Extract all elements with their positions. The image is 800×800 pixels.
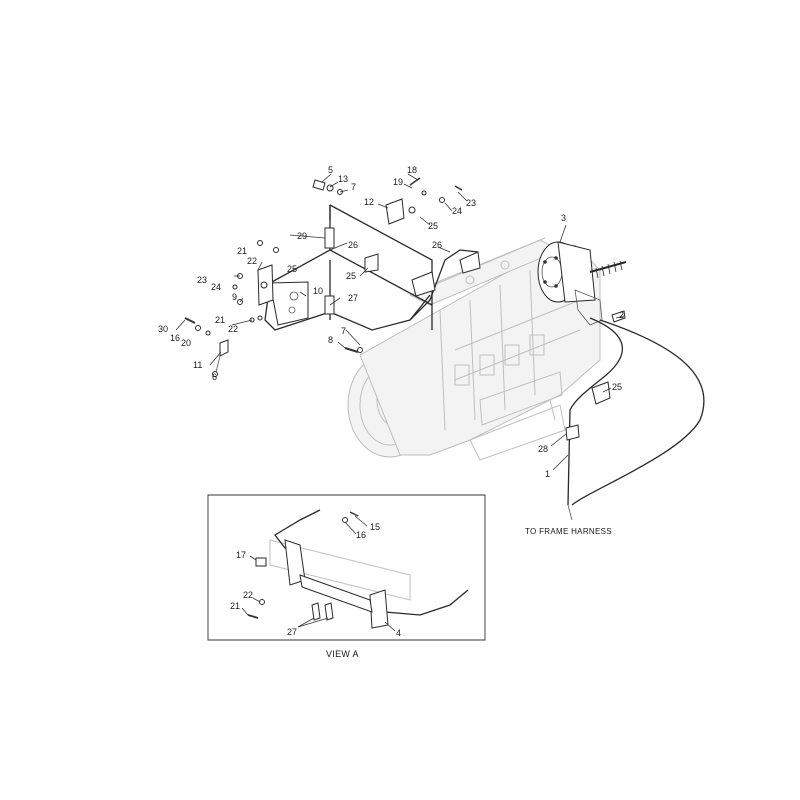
- view-a-callout-21: 21: [230, 601, 240, 611]
- callout-28: 28: [538, 444, 548, 454]
- callout-21: 21: [237, 246, 247, 256]
- left-mount-bracket: [257, 264, 309, 326]
- callout-29: 29: [297, 231, 307, 241]
- callout-25b: 25: [346, 271, 356, 281]
- callout-7: 7: [351, 182, 356, 192]
- callout-16: 16: [170, 333, 180, 343]
- callout-24: 24: [452, 206, 462, 216]
- view-a-callout-22: 22: [243, 590, 253, 600]
- callout-5: 5: [328, 165, 333, 175]
- callout-6: 6: [212, 372, 217, 382]
- callout-8: 8: [328, 335, 333, 345]
- callout-21b: 21: [215, 315, 225, 325]
- callout-9: 9: [232, 292, 237, 302]
- callout-27: 27: [348, 293, 358, 303]
- callout-23: 23: [466, 198, 476, 208]
- callout-1: 1: [545, 469, 550, 479]
- callout-19: 19: [393, 177, 403, 187]
- callout-23b: 23: [197, 275, 207, 285]
- callout-11: 11: [193, 360, 202, 370]
- engine-block: [347, 237, 601, 461]
- main-callouts: 5 13 7 18 19 12 25 24 23 29 21 22 26 25 …: [158, 165, 624, 536]
- callout-26b: 26: [432, 240, 442, 250]
- leader-lines: [175, 173, 625, 632]
- callout-25c: 25: [287, 264, 297, 274]
- callout-2: 2: [619, 310, 624, 320]
- callout-18: 18: [407, 165, 417, 175]
- callout-3: 3: [561, 213, 566, 223]
- view-a-callout-15: 15: [370, 522, 380, 532]
- hardware-top: [312, 177, 463, 225]
- bracket-frame: [264, 204, 481, 331]
- callout-24b: 24: [211, 282, 221, 292]
- callout-26: 26: [348, 240, 358, 250]
- callout-30: 30: [158, 324, 168, 334]
- callout-20: 20: [181, 338, 191, 348]
- callout-12: 12: [364, 197, 374, 207]
- callout-25d: 25: [612, 382, 622, 392]
- callout-10: 10: [313, 286, 323, 296]
- view-a-inset: [207, 494, 486, 641]
- view-a-callouts: 15 16 17 22 21 27 4 VIEW A: [230, 522, 401, 659]
- view-a-callout-27: 27: [287, 627, 297, 637]
- view-a-callout-4: 4: [396, 628, 401, 638]
- motor-assembly: [537, 241, 627, 326]
- hardware-left: [184, 240, 363, 377]
- callout-13: 13: [338, 174, 348, 184]
- callout-25: 25: [428, 221, 438, 231]
- view-a-callout-17: 17: [236, 550, 246, 560]
- callout-22b: 22: [228, 324, 238, 334]
- view-a-callout-16: 16: [356, 530, 366, 540]
- frame-harness-cable: [565, 317, 705, 521]
- view-a-label: VIEW A: [326, 649, 359, 659]
- callout-7b: 7: [341, 326, 346, 336]
- callout-22: 22: [247, 256, 257, 266]
- harness-note: TO FRAME HARNESS: [525, 527, 612, 536]
